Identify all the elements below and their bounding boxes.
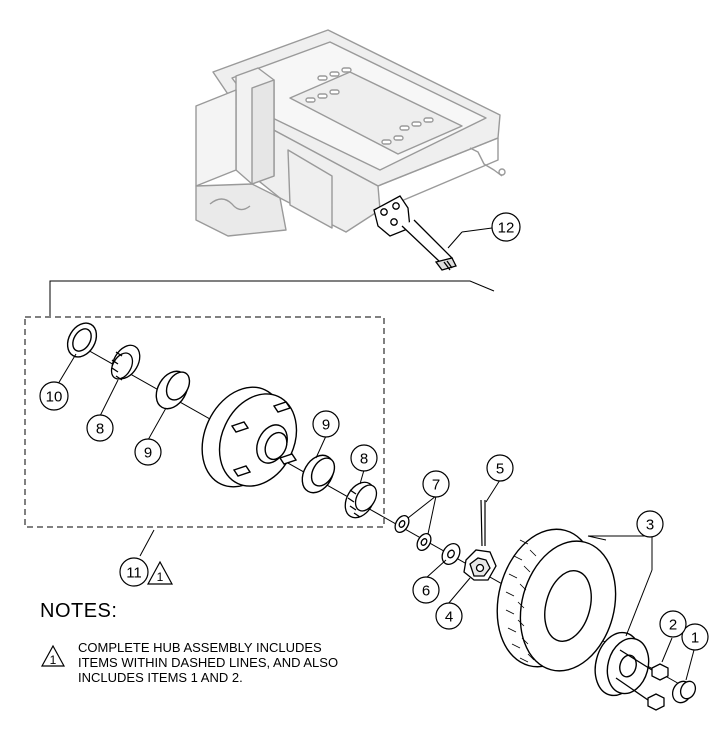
callout-12: 12 [498, 220, 515, 237]
callout-4: 4 [445, 609, 453, 626]
callout-circle-7 [422, 470, 450, 498]
bearing-cone-inner [110, 344, 141, 381]
triangle-11-label: 1 [157, 570, 164, 584]
note-line-2: ITEMS WITHIN DASHED LINES, AND ALSO [78, 655, 339, 670]
callout-circle-8a [86, 414, 114, 442]
revision-triangle-11 [146, 560, 174, 585]
callout-9-inner: 9 [144, 445, 152, 462]
spindle-washer [441, 543, 461, 565]
callout-circle-1 [681, 623, 709, 651]
callout-2: 2 [669, 617, 677, 634]
leader-12 [461, 227, 493, 233]
note-triangle-label: 1 [50, 653, 57, 667]
trailer-frame [195, 29, 506, 237]
note-triangle-icon: 1 [40, 644, 66, 667]
callout-circle-4 [435, 602, 463, 630]
hub-assembly-boundary [24, 316, 385, 528]
callout-circle-8b [350, 444, 378, 472]
castle-nut [463, 549, 497, 581]
callout-7: 7 [432, 477, 440, 494]
callout-circle-12 [491, 212, 521, 242]
callout-circle-5 [486, 454, 514, 482]
callout-3: 3 [646, 517, 654, 534]
bearing-cup-inner [155, 370, 191, 410]
note-line-3: INCLUDES ITEMS 1 AND 2. [78, 670, 243, 685]
grease-seal [66, 322, 98, 358]
callout-circle-11 [119, 557, 149, 587]
callout-circle-2 [659, 610, 687, 638]
callout-8-inner: 8 [96, 421, 104, 438]
bearing-cone-outer [344, 481, 378, 519]
callout-circle-6 [412, 576, 440, 604]
callout-11: 11 [126, 565, 142, 582]
callout-5: 5 [496, 461, 504, 478]
callout-circle-9b [312, 410, 340, 438]
callout-10: 10 [46, 389, 63, 406]
dust-cap [671, 680, 697, 704]
callout-6: 6 [422, 583, 430, 600]
spindle-assembly [373, 195, 457, 271]
tire [496, 528, 617, 672]
callout-circle-9a [134, 438, 162, 466]
axle-pointer-line [49, 280, 495, 316]
cotter-pin [480, 499, 486, 547]
callout-circle-10 [39, 381, 69, 411]
callout-8-outer: 8 [360, 451, 368, 468]
leader-12-tip [447, 231, 463, 249]
bearing-cup-outer [301, 454, 336, 494]
washers [394, 514, 432, 552]
note-line-1: COMPLETE HUB ASSEMBLY INCLUDES [78, 640, 322, 655]
lug-nuts [615, 649, 669, 711]
notes-title: NOTES: [40, 600, 118, 622]
wheel-hub [201, 386, 298, 488]
callout-circle-3 [636, 510, 664, 538]
callout-1: 1 [691, 630, 699, 647]
wheel-rim [594, 631, 650, 697]
callout-9-outer: 9 [322, 417, 330, 434]
